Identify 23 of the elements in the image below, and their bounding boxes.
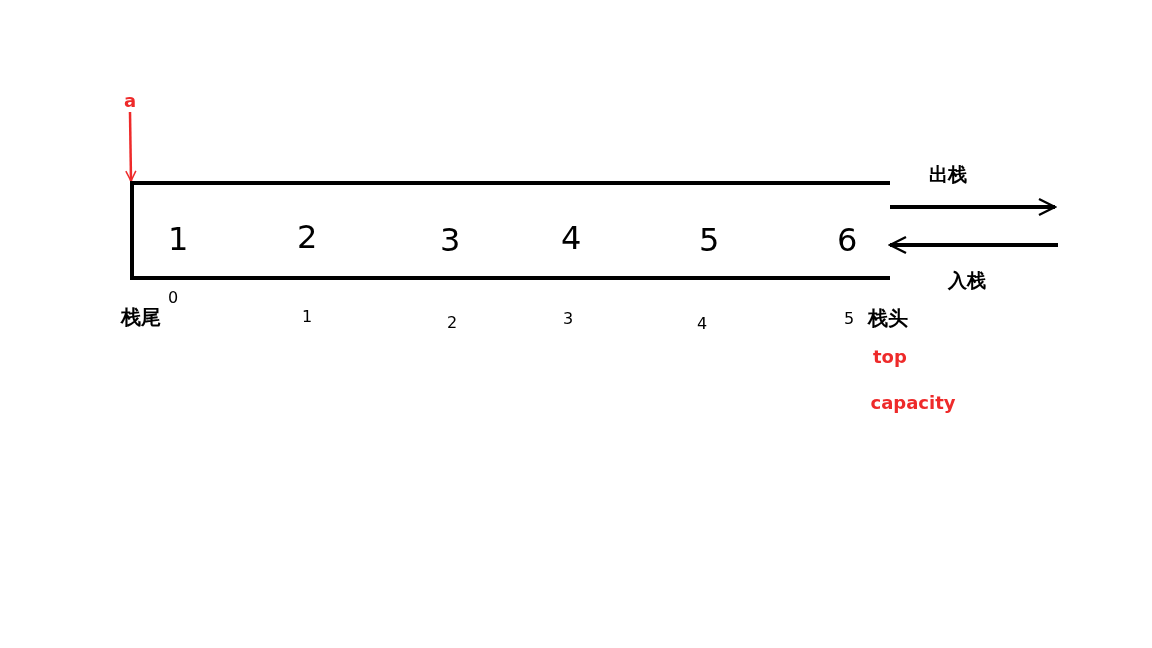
element-number: 3	[440, 224, 461, 256]
arrow	[125, 112, 137, 182]
pointer-label: a	[122, 90, 138, 112]
end-label: 栈头	[868, 308, 908, 328]
index-number: 5	[844, 311, 855, 327]
index-number: 0	[168, 290, 179, 306]
element-number: 4	[561, 222, 582, 254]
end-label: 栈尾	[121, 307, 161, 327]
pointer-label: top	[873, 348, 907, 366]
arrow	[888, 235, 1058, 255]
arrow	[890, 197, 1057, 217]
stack-box	[130, 181, 890, 280]
index-number: 1	[302, 309, 313, 325]
edge-label: 入栈	[948, 270, 986, 290]
index-number: 2	[447, 315, 458, 331]
element-number: 1	[168, 223, 189, 255]
element-number: 6	[837, 224, 858, 256]
edge-label: 出栈	[929, 164, 967, 184]
index-number: 4	[697, 316, 708, 332]
pointer-label: capacity	[870, 394, 956, 412]
index-number: 3	[563, 311, 574, 327]
element-number: 5	[699, 224, 720, 256]
element-number: 2	[297, 221, 318, 253]
